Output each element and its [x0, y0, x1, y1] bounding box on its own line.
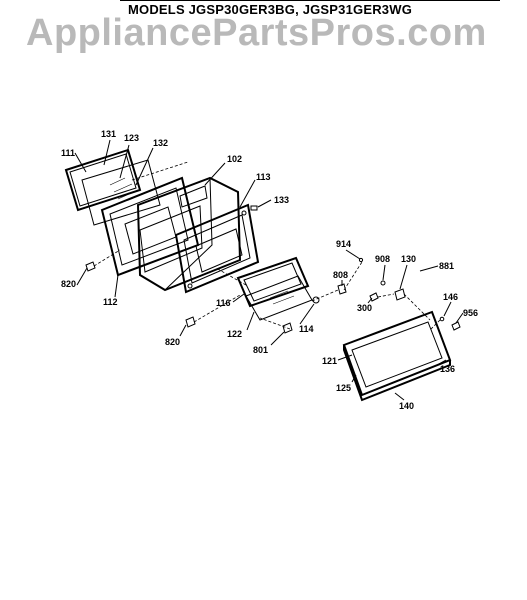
callout-820-upper: 820 — [61, 279, 76, 289]
part-956-clip — [451, 321, 461, 331]
callout-130: 130 — [401, 254, 416, 264]
callout-123: 123 — [124, 133, 139, 143]
callout-956: 956 — [463, 308, 478, 318]
callout-300: 300 — [357, 303, 372, 313]
part-140-outer-door-glass — [342, 310, 452, 402]
part-111-outer-frame — [64, 148, 142, 212]
diagram-title: MODELS JGSP30GER3BG, JGSP31GER3WG — [128, 2, 413, 17]
callout-102: 102 — [227, 154, 242, 164]
callout-112: 112 — [103, 297, 118, 307]
callout-132: 132 — [153, 138, 168, 148]
part-113-door-panel — [174, 203, 260, 294]
callout-140: 140 — [399, 401, 414, 411]
part-114-fastener — [312, 296, 320, 304]
callout-122: 122 — [227, 329, 242, 339]
part-133-clip — [250, 205, 258, 211]
callout-881: 881 — [439, 261, 454, 271]
watermark-logo: AppliancePartsPros.com — [26, 12, 487, 54]
callout-131: 131 — [101, 129, 116, 139]
callout-114: 114 — [299, 324, 314, 334]
callout-914: 914 — [336, 239, 351, 249]
callout-136: 136 — [440, 364, 455, 374]
part-914-screw — [358, 257, 364, 263]
callout-116: 116 — [216, 298, 231, 308]
callout-111: 111 — [61, 148, 75, 158]
callout-801: 801 — [253, 345, 268, 355]
part-908-screw — [380, 280, 386, 286]
callout-908: 908 — [375, 254, 390, 264]
part-123-glass — [81, 159, 161, 226]
part-801-screw — [282, 322, 293, 334]
part-122-glass — [245, 275, 313, 321]
part-130-bracket — [394, 288, 406, 301]
callout-labels: 131 123 132 111 102 113 133 820 112 914 … — [61, 129, 478, 411]
callout-133: 133 — [274, 195, 289, 205]
header-rule — [120, 0, 500, 1]
part-102-door-liner — [136, 176, 242, 292]
alignment-lines — [93, 161, 441, 331]
callout-113: 113 — [256, 172, 271, 182]
part-146-screw — [439, 316, 445, 322]
callout-808: 808 — [333, 270, 348, 280]
part-820-screw-lower — [185, 316, 196, 328]
callout-146: 146 — [443, 292, 458, 302]
callout-125: 125 — [336, 383, 351, 393]
leader-lines — [74, 139, 464, 401]
callout-820-lower: 820 — [165, 337, 180, 347]
callout-121: 121 — [322, 356, 337, 366]
part-820-screw-upper — [85, 261, 96, 272]
